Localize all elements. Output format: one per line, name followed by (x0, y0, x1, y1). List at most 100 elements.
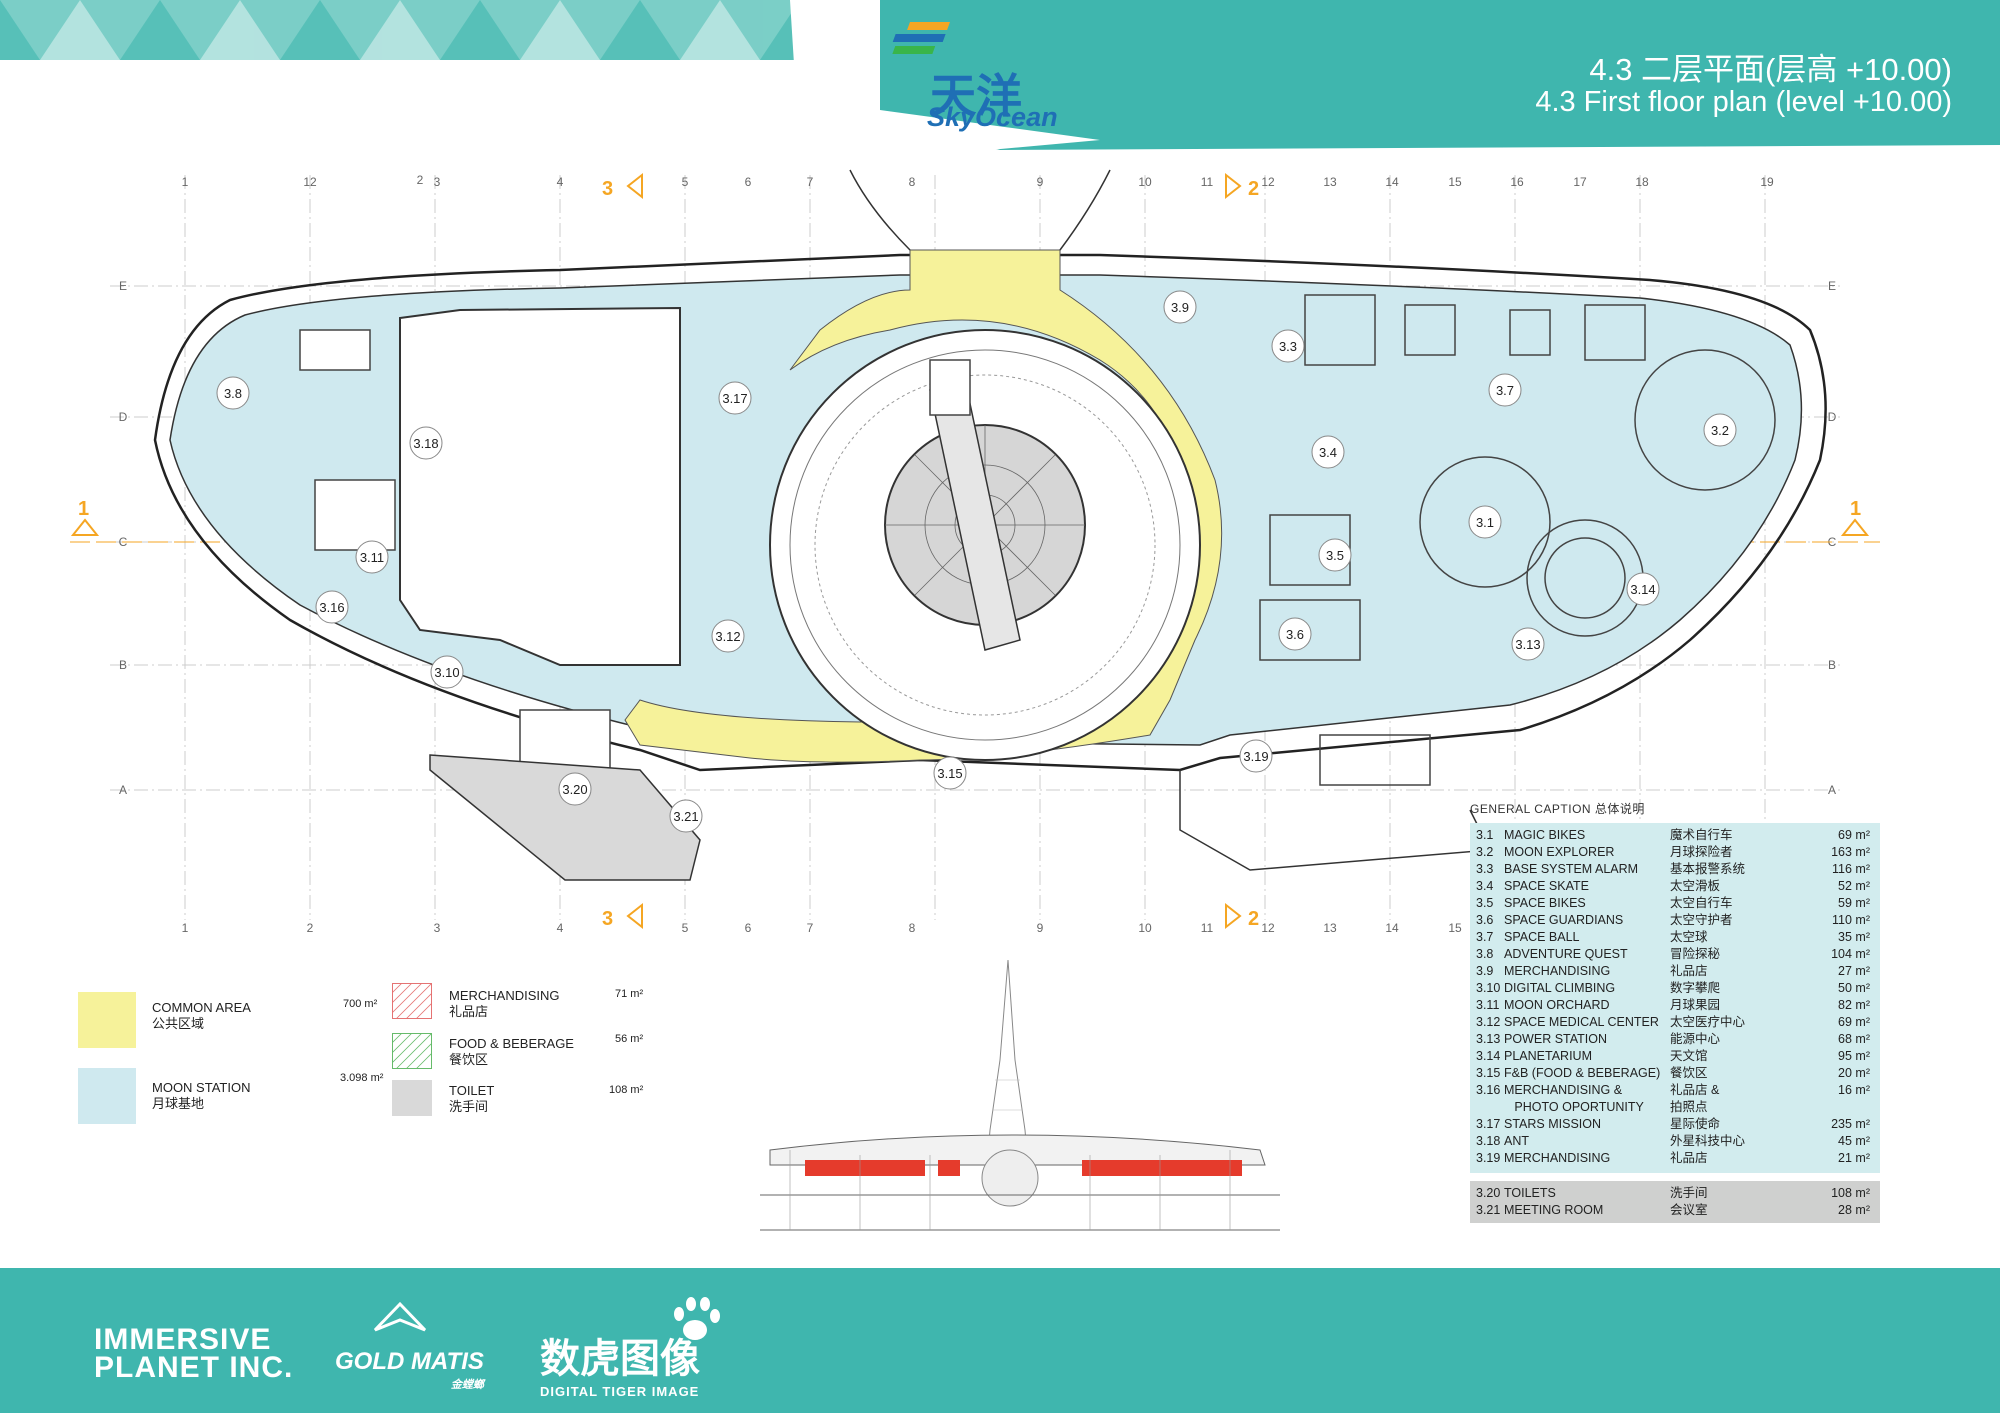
legend-area-common: 700 m² (343, 998, 378, 1010)
legend-label-en: FOOD & BEBERAGE (449, 1036, 574, 1051)
caption-area: 28 m² (1838, 1203, 1870, 1217)
section-arrow-icon (626, 172, 643, 200)
grid-col-label: 7 (807, 921, 814, 935)
caption-area: 27 m² (1838, 964, 1870, 978)
caption-name-en: MOON ORCHARD (1504, 998, 1610, 1012)
caption-name-cn: 太空医疗中心 (1670, 1015, 1746, 1029)
caption-number: 3.9 (1476, 964, 1494, 978)
legend-label-food: FOOD & BEBERAGE 餐饮区 (449, 1036, 574, 1068)
caption-number: 3.12 (1476, 1015, 1501, 1029)
caption-name-cn: 天文馆 (1670, 1049, 1708, 1063)
section-arrow-icon (1840, 518, 1870, 536)
grid-row-label: B (119, 658, 127, 672)
grid-col-label: 9 (1037, 921, 1044, 935)
caption-area: 50 m² (1838, 981, 1870, 995)
section-mark-label: 2 (1248, 178, 1259, 200)
caption-name-en: MERCHANDISING (1504, 1151, 1611, 1165)
caption-name-en: MEETING ROOM (1504, 1203, 1604, 1217)
caption-name-cn: 餐饮区 (1670, 1066, 1708, 1080)
caption-name-en: F&B (FOOD & BEBERAGE) (1504, 1066, 1661, 1080)
caption-area: 16 m² (1838, 1083, 1870, 1097)
grid-row-label: D (119, 410, 128, 424)
caption-name-en: MERCHANDISING (1504, 964, 1611, 978)
room-label: 3.14 (1626, 572, 1660, 606)
caption-number: 3.8 (1476, 947, 1494, 961)
grid-col-label: 5 (682, 921, 689, 935)
room-label: 3.13 (1511, 627, 1545, 661)
logo-gold-matis: GOLD MATIS 金螳螂 (335, 1348, 484, 1392)
room-label: 3.11 (355, 540, 389, 574)
grid-col-label: 15 (1448, 921, 1462, 935)
caption-name-cn: 礼品店 (1670, 1151, 1708, 1165)
section-mark-label: 1 (78, 498, 89, 520)
section-mark-label: 3 (602, 908, 613, 930)
caption-area: 45 m² (1838, 1134, 1870, 1148)
room-label: 3.7 (1488, 373, 1522, 407)
caption-area: 69 m² (1838, 828, 1870, 842)
caption-name-en: STARS MISSION (1504, 1117, 1602, 1131)
grid-col-label: 11 (1201, 921, 1214, 935)
grid-col-label: 13 (1323, 175, 1337, 189)
grid-col-label: 9 (1037, 175, 1044, 189)
legend-swatch-toilet (392, 1080, 432, 1116)
grid-col-label: 10 (1138, 921, 1152, 935)
caption-number: 3.1 (1476, 828, 1494, 842)
caption-number: 3.16 (1476, 1083, 1501, 1097)
room-label: 3.8 (216, 376, 250, 410)
logo-immersive-planet: IMMERSIVE PLANET INC. (94, 1325, 294, 1384)
caption-number: 3.10 (1476, 981, 1501, 995)
room-label: 3.1 (1468, 505, 1502, 539)
legend-label-en: MERCHANDISING (449, 988, 560, 1003)
caption-name-cn: 太空守护者 (1670, 913, 1733, 927)
grid-col-label: 18 (1635, 175, 1649, 189)
grid-col-label: 12 (303, 175, 317, 189)
caption-name-en: SPACE BIKES (1504, 896, 1586, 910)
caption-area: 68 m² (1838, 1032, 1870, 1046)
legend-area-toilet: 108 m² (609, 1084, 644, 1096)
footer-band (0, 1268, 2000, 1413)
room-label: 3.3 (1271, 329, 1305, 363)
svg-text:3.10: 3.10 (434, 665, 459, 680)
grid-col-label: 8 (909, 175, 916, 189)
grid-col-label: 11 (1201, 175, 1214, 189)
caption-name-cn: 礼品店 (1670, 964, 1708, 978)
caption-number: 3.14 (1476, 1049, 1501, 1063)
grid-col-label: 1 (182, 175, 189, 189)
caption-number: 3.15 (1476, 1066, 1501, 1080)
caption-name-en: SPACE BALL (1504, 930, 1580, 944)
section-arrow-icon (626, 902, 643, 930)
caption-name-cn: 星际使命 (1670, 1117, 1721, 1131)
grid-row-label: E (1828, 279, 1836, 293)
legend-swatch-merch (392, 983, 432, 1019)
svg-text:3.16: 3.16 (319, 600, 344, 615)
room-label: 3.10 (430, 655, 464, 689)
grid-col-label: 14 (1385, 921, 1399, 935)
grid-col-label: 15 (1448, 175, 1462, 189)
caption-name-cn: 会议室 (1670, 1203, 1708, 1217)
legend-label-en: COMMON AREA (152, 1000, 251, 1015)
caption-number: 3.17 (1476, 1117, 1501, 1131)
caption-area: 95 m² (1838, 1049, 1870, 1063)
logo-text: PLANET INC. (94, 1351, 294, 1384)
grid-row-label: B (1828, 658, 1836, 672)
caption-area: 21 m² (1838, 1151, 1870, 1165)
logo-digital-tiger: 数虎图像 DIGITAL TIGER IMAGE (540, 1326, 700, 1399)
caption-name-en: ADVENTURE QUEST (1504, 947, 1628, 961)
room-label: 3.16 (315, 590, 349, 624)
legend-label-en: TOILET (449, 1083, 495, 1098)
svg-text:3.21: 3.21 (673, 809, 698, 824)
section-mark-label: 1 (1850, 498, 1861, 520)
legend-label-cn: 礼品店 (449, 1004, 489, 1019)
caption-name-en: BASE SYSTEM ALARM (1504, 862, 1639, 876)
legend-swatch-food (392, 1033, 432, 1069)
legend-label-cn: 餐饮区 (449, 1052, 489, 1067)
